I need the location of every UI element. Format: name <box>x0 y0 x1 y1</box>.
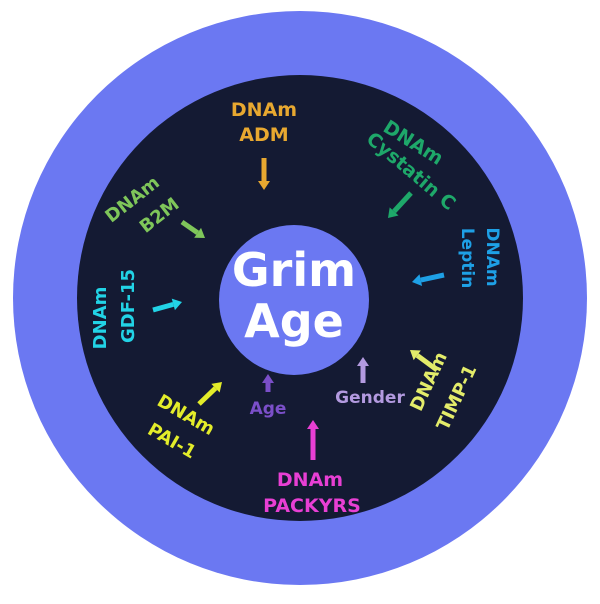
arrow-shaft <box>197 386 218 406</box>
arrow-shaft <box>420 272 445 283</box>
input-packyrs: DNAm PACKYRS <box>263 420 361 517</box>
center-title-line2: Age <box>244 294 344 348</box>
arrow-shaft <box>392 191 413 214</box>
packyrs-label-line2: PACKYRS <box>263 495 361 517</box>
arrow-head <box>258 181 270 190</box>
packyrs-label-line1: DNAm <box>277 469 343 491</box>
adm-arrow <box>258 158 270 190</box>
arrow-shaft <box>152 301 174 313</box>
leptin-arrow <box>412 272 445 286</box>
center-title-line1: Grim <box>232 243 356 297</box>
input-adm: DNAm ADM <box>231 99 297 190</box>
arrow-head <box>211 382 222 393</box>
input-age: Age <box>250 374 287 419</box>
pai-arrow <box>197 382 222 406</box>
input-gdf: DNAm GDF-15 <box>90 269 182 349</box>
leptin-label-line1: DNAm <box>482 227 502 286</box>
arrow-head <box>194 227 205 238</box>
gdf-arrow <box>152 298 182 313</box>
gender-label: Gender <box>335 388 405 408</box>
packyrs-arrow <box>307 420 319 460</box>
adm-label-line1: DNAm <box>231 99 297 121</box>
input-leptin: DNAm Leptin <box>412 227 502 288</box>
input-gender: Gender <box>335 357 405 408</box>
arrow-head <box>412 274 423 286</box>
arrow-head <box>262 374 274 383</box>
gdf-label-line2: GDF-15 <box>118 269 139 343</box>
arrow-head <box>307 420 319 429</box>
center-circle <box>219 225 369 375</box>
gdf-label-line1: DNAm <box>90 287 111 350</box>
age-label: Age <box>250 399 287 419</box>
arrow-shaft <box>415 353 439 373</box>
leptin-label-line2: Leptin <box>457 228 477 289</box>
b2m-arrow <box>180 219 205 238</box>
timp-arrow <box>410 350 439 373</box>
cystatin-arrow <box>388 191 413 218</box>
arrow-shaft <box>180 219 200 235</box>
gender-arrow <box>357 357 369 383</box>
age-arrow <box>262 374 274 392</box>
arrow-head <box>388 207 399 218</box>
adm-label-line2: ADM <box>239 124 288 146</box>
arrow-head <box>171 298 182 311</box>
arrow-head <box>357 357 369 366</box>
arrow-head <box>410 350 421 361</box>
